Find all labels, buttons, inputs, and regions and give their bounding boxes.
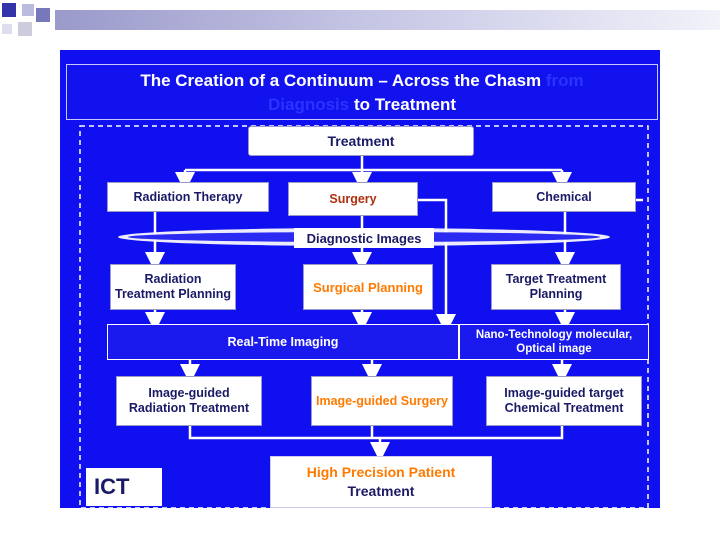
node-surgical-planning: Surgical Planning [303, 264, 433, 310]
node-surgery: Surgery [288, 182, 418, 216]
decor-square [22, 4, 34, 16]
node-chemical: Chemical [492, 182, 636, 212]
node-treatment: Treatment [248, 126, 474, 156]
decor-square [18, 22, 32, 36]
slide-title: The Creation of a Continuum – Across the… [66, 64, 658, 120]
node-high-precision: High Precision Patient Treatment [270, 456, 492, 508]
node-target-planning: Target Treatment Planning [491, 264, 621, 310]
decor-square [2, 3, 16, 17]
node-radiation-therapy: Radiation Therapy [107, 182, 269, 212]
node-ig-radiation: Image-guided Radiation Treatment [116, 376, 262, 426]
title-part-2: from [545, 71, 584, 90]
node-diagnostic-images: Diagnostic Images [294, 228, 434, 248]
node-nano-technology: Nano-Technology molecular, Optical image [459, 324, 649, 360]
title-part-1: The Creation of a Continuum – Across the… [140, 71, 542, 90]
node-radiation-planning: Radiation Treatment Planning [110, 264, 236, 310]
node-ig-chemical: Image-guided target Chemical Treatment [486, 376, 642, 426]
high-precision-line-2: Treatment [347, 483, 415, 499]
node-ig-surgery: Image-guided Surgery [311, 376, 453, 426]
decor-square [36, 8, 50, 22]
title-part-3: Diagnosis [267, 95, 350, 114]
ict-badge: ICT [86, 468, 162, 506]
node-real-time-imaging: Real-Time Imaging [107, 324, 459, 360]
title-part-4: to Treatment [353, 95, 456, 114]
high-precision-line-1: High Precision Patient [306, 464, 456, 480]
decor-square [2, 24, 12, 34]
decor-bar [55, 10, 720, 30]
